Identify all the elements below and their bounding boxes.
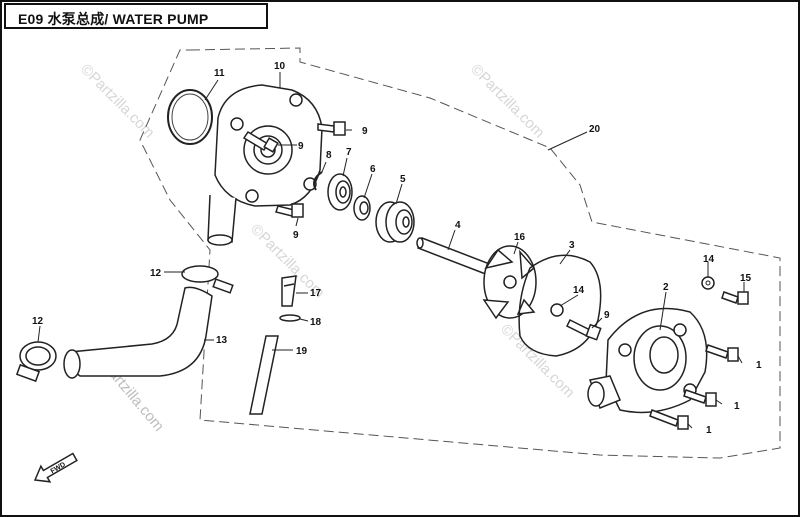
fwd-arrow-icon: FWD bbox=[33, 452, 78, 483]
callout-14: 14 bbox=[703, 254, 715, 265]
bolt-9-gasket bbox=[565, 318, 602, 341]
callout-9-top: 9 bbox=[362, 126, 368, 137]
pump-cover bbox=[587, 307, 708, 414]
callout-1-lower: 1 bbox=[706, 425, 712, 436]
callout-2: 2 bbox=[663, 282, 669, 293]
callout-8: 8 bbox=[326, 150, 332, 161]
callout-1-middle: 1 bbox=[734, 401, 740, 412]
gasket bbox=[518, 254, 602, 357]
oil-seal bbox=[353, 195, 371, 221]
bolt-15 bbox=[721, 291, 749, 305]
bolt-1-upper bbox=[705, 344, 739, 362]
callout-12-lower: 12 bbox=[32, 316, 44, 327]
callout-3: 3 bbox=[569, 240, 575, 251]
callout-labels: 11 10 9 9 9 8 7 6 5 4 16 3 14 9 2 14 15 … bbox=[32, 61, 762, 436]
callout-14-center: 14 bbox=[573, 285, 585, 296]
callout-9-lower: 9 bbox=[293, 230, 299, 241]
bolt-9-lower bbox=[275, 203, 304, 218]
o-ring bbox=[167, 89, 213, 145]
fwd-label: FWD bbox=[50, 461, 67, 475]
hose-clamp-lower bbox=[15, 341, 57, 383]
callout-9-upper: 9 bbox=[298, 141, 304, 152]
diagram-title-box: E09 水泵总成/ WATER PUMP bbox=[4, 3, 268, 29]
plug-washer bbox=[279, 314, 301, 322]
callout-7: 7 bbox=[346, 147, 352, 158]
callout-9-gasket: 9 bbox=[604, 310, 610, 321]
callout-17: 17 bbox=[310, 288, 322, 299]
assembly-outline-20 bbox=[139, 47, 781, 459]
callout-5: 5 bbox=[400, 174, 406, 185]
callout-19: 19 bbox=[296, 346, 308, 357]
diagram-title: E09 水泵总成/ WATER PUMP bbox=[18, 11, 209, 27]
washer-14-center bbox=[550, 303, 564, 317]
callout-6: 6 bbox=[370, 164, 376, 175]
bearing bbox=[327, 173, 353, 211]
bolt-9-upper bbox=[242, 130, 279, 153]
impeller bbox=[482, 245, 537, 320]
mechanical-seal bbox=[375, 201, 415, 243]
callout-11: 11 bbox=[214, 68, 225, 79]
callout-10: 10 bbox=[274, 61, 286, 72]
callout-20: 20 bbox=[589, 124, 601, 135]
pump-housing bbox=[207, 84, 323, 246]
callout-12-upper: 12 bbox=[150, 268, 162, 279]
bolt-9-top bbox=[317, 121, 346, 136]
bolt-1-lower bbox=[649, 409, 689, 430]
watermark-2: ©Partzilla.com bbox=[467, 61, 548, 142]
callout-13: 13 bbox=[216, 335, 228, 346]
hose-clamp-upper bbox=[181, 265, 234, 294]
callout-4: 4 bbox=[455, 220, 461, 231]
watermark-4: ©Partzilla.com bbox=[497, 321, 578, 402]
callout-16: 16 bbox=[514, 232, 526, 243]
circlip bbox=[313, 171, 323, 191]
drain-plug bbox=[281, 275, 297, 307]
callout-15: 15 bbox=[740, 273, 752, 284]
drain-hose bbox=[249, 335, 279, 415]
callout-18: 18 bbox=[310, 317, 322, 328]
watermark-1: ©Partzilla.com bbox=[77, 61, 158, 142]
leader-lines bbox=[37, 72, 745, 429]
bolt-1-middle bbox=[683, 389, 717, 407]
callout-1-upper: 1 bbox=[756, 360, 762, 371]
coolant-hose bbox=[68, 286, 213, 377]
